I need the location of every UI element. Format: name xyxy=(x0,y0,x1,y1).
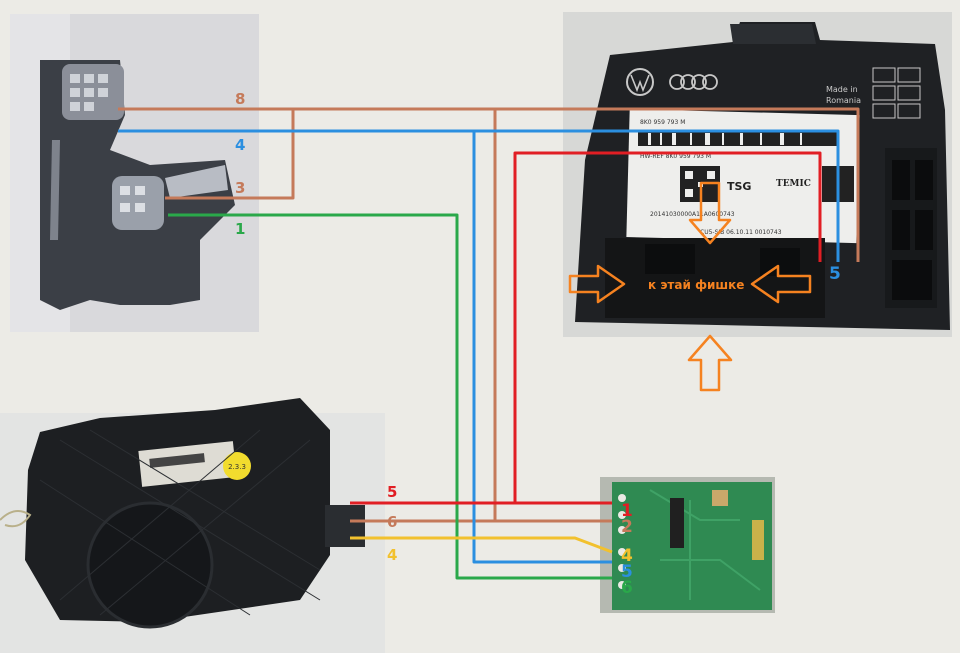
label-actuator-5: 5 xyxy=(387,483,397,501)
label-module-pin-5: 5 xyxy=(829,264,841,284)
label-pin-1: 1 xyxy=(235,220,245,238)
module-part-number: 8K0 959 793 M xyxy=(640,119,685,126)
wire-blue-pcb xyxy=(472,131,612,564)
made-in-line2: Romania xyxy=(826,96,861,105)
hollow-arrow-icon xyxy=(688,181,732,245)
actuator-wire-labels: 5 6 4 xyxy=(387,483,397,564)
wires xyxy=(118,107,860,580)
label-actuator-4: 4 xyxy=(387,546,397,564)
lock-actuator-photo: 2.3.3 xyxy=(0,398,385,653)
audi-rings-icon xyxy=(669,74,718,90)
hollow-arrow-icon xyxy=(750,264,812,304)
module-serial-line: 20141030000A11A0600743 xyxy=(650,211,735,218)
pcb-board-photo xyxy=(600,477,775,613)
pcb-pin-labels: 1 2 4 5 6 xyxy=(621,501,633,598)
wire-yellow-actuator xyxy=(350,536,613,554)
door-lock-connector-photo xyxy=(10,14,259,332)
pcb-pin-6: 6 xyxy=(621,578,633,598)
vw-logo-icon xyxy=(626,68,654,96)
door-control-module-photo: Made in Romania 8K0 959 793 M HW-REF 8K0… xyxy=(563,12,952,337)
pcb-pin-5: 5 xyxy=(621,562,633,582)
callout-text: к этай фишке xyxy=(648,278,744,292)
wire-blue-pin4 xyxy=(118,129,840,262)
module-brand-tsg: TSG xyxy=(727,180,751,193)
wire-green-pin1 xyxy=(168,213,612,580)
callout-arrows xyxy=(568,181,812,392)
label-pin-3: 3 xyxy=(235,179,245,197)
module-sub-line: CU5-SIB 06.10.11 0010743 xyxy=(700,229,782,236)
pcb-chip-icon xyxy=(670,498,684,548)
door-lock-wire-labels: 8 4 3 1 xyxy=(235,90,245,238)
pcb-pin-2: 2 xyxy=(621,517,633,537)
wire-brown-pin8 xyxy=(118,107,860,262)
pcb-board xyxy=(612,482,772,610)
hollow-arrow-icon xyxy=(568,264,626,304)
made-in-line1: Made in xyxy=(826,85,858,94)
module-brand-temic: TEMIC xyxy=(776,179,811,189)
pcb-pin-1: 1 xyxy=(621,501,633,521)
label-pin-8: 8 xyxy=(235,90,245,108)
pcb-pin-4: 4 xyxy=(621,546,633,566)
module-hw-line: HW-REF 8K0 959 793 M xyxy=(640,153,711,160)
wire-red-module xyxy=(513,151,822,503)
actuator-sticker-icon xyxy=(223,452,251,480)
hollow-arrow-icon xyxy=(687,334,733,392)
wire-brown-pin3 xyxy=(165,109,295,200)
label-actuator-6: 6 xyxy=(387,513,397,531)
label-pin-4: 4 xyxy=(235,136,245,154)
actuator-sticker-text: 2.3.3 xyxy=(228,463,246,471)
